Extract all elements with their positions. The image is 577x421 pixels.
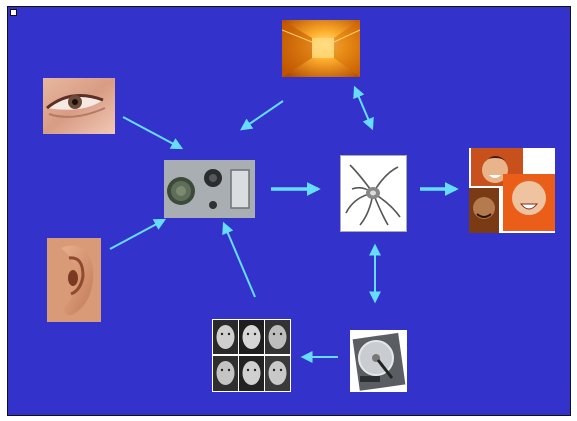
ear-photo-icon bbox=[47, 238, 101, 322]
hard-drive-photo-icon bbox=[350, 330, 407, 392]
eye-photo-icon bbox=[43, 78, 115, 134]
expressive-faces-photo-icon bbox=[469, 148, 555, 233]
slide-corner-marker bbox=[10, 9, 17, 16]
sensor-module-photo-icon bbox=[164, 160, 255, 218]
face-grid-photo-icon bbox=[212, 319, 291, 392]
neuron-sketch-icon bbox=[340, 155, 407, 232]
corridor-photo-icon bbox=[282, 20, 360, 77]
